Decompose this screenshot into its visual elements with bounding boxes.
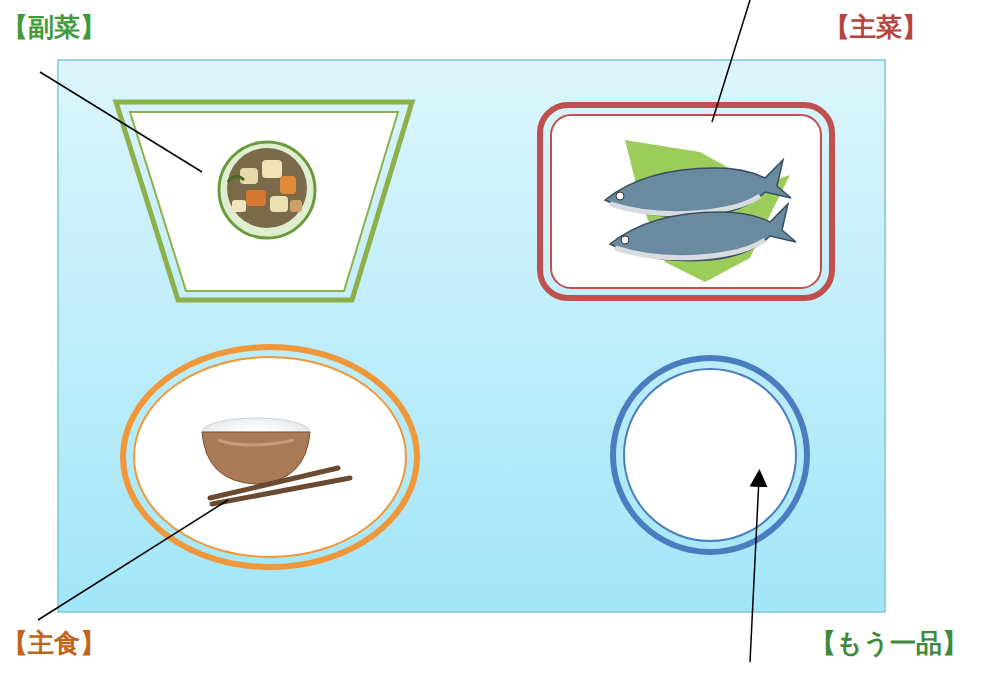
leader-line (40, 72, 202, 172)
rice-bowl (202, 418, 350, 504)
leader-line (712, 0, 750, 122)
fish-illustration (605, 140, 796, 282)
side-dish-plate-inner (130, 112, 398, 291)
extra-dish-plate (613, 358, 807, 552)
staple-food-plate-inner (134, 357, 406, 557)
side-dish-plate (116, 102, 412, 300)
extra-dish-plate-inner (624, 369, 796, 541)
side-dish-label: 【副菜】 (2, 12, 106, 43)
leader-line (38, 500, 228, 620)
main-dish-plate-inner (551, 115, 821, 288)
leader-arrow (750, 478, 759, 662)
main-dish-label: 【主菜】 (824, 12, 928, 43)
staple-food-plate (123, 347, 417, 567)
staple-food-label: 【主食】 (2, 628, 106, 659)
extra-dish-label: 【もう一品】 (810, 628, 968, 659)
main-dish-plate (540, 105, 832, 298)
simmered-dish (219, 142, 315, 238)
